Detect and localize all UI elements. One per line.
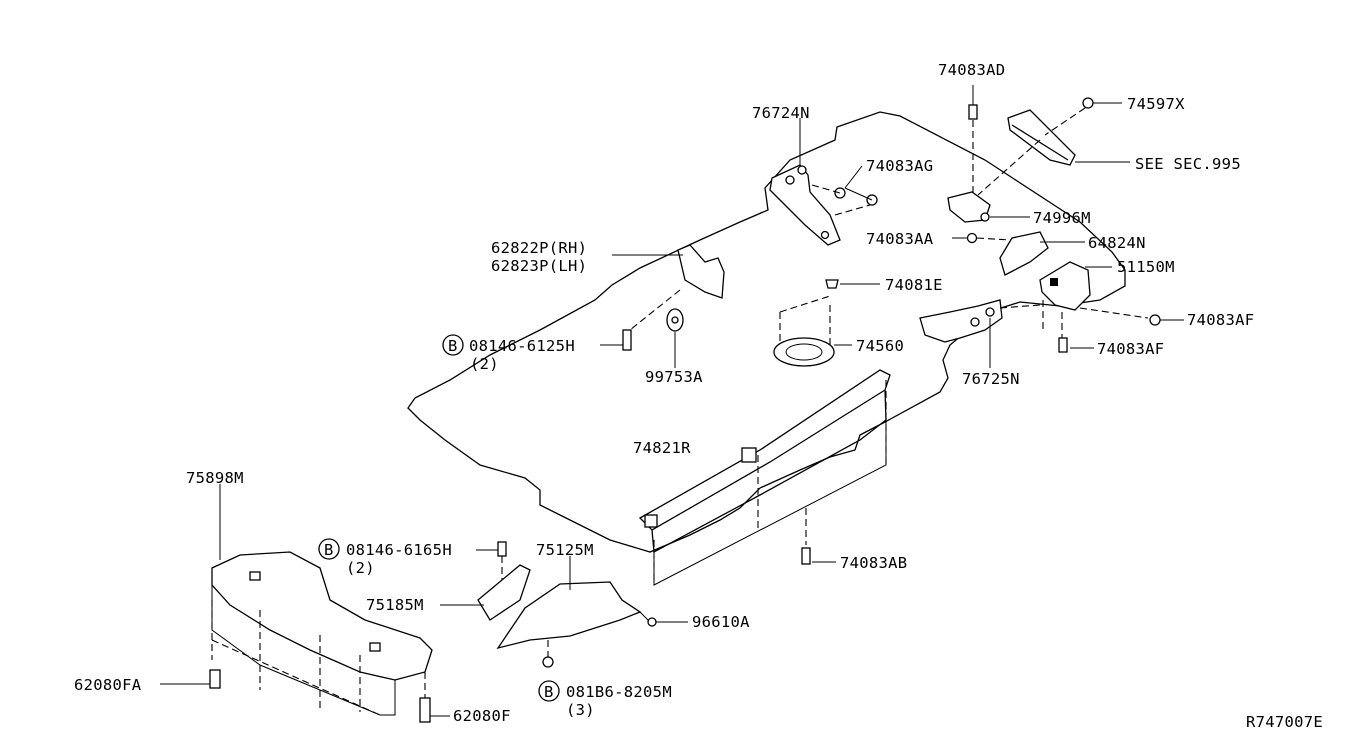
label-74081E: 74081E	[885, 276, 943, 294]
label-99753A: 99753A	[645, 368, 703, 386]
undercover-75898M	[211, 484, 433, 716]
jack-assembly	[977, 97, 1130, 196]
bolt-symbol-2: B	[318, 538, 340, 560]
bracket-64824N	[952, 231, 1085, 276]
label-96610A: 96610A	[692, 613, 750, 631]
bolt-74083AB	[801, 508, 836, 565]
splash-shield-75125M	[496, 556, 688, 668]
label-76724N: 76724N	[752, 104, 810, 122]
clips-62080F	[160, 669, 450, 723]
label-74083AF-1: 74083AF	[1187, 311, 1254, 329]
label-74083AG: 74083AG	[866, 157, 933, 175]
bracket-74996M	[947, 191, 1030, 223]
bolts-74083AG	[811, 165, 878, 216]
label-74560: 74560	[856, 337, 904, 355]
bolt-08146-6125H	[600, 329, 632, 351]
label-see-sec-995: SEE SEC.995	[1135, 155, 1241, 173]
label-74083AF-2: 74083AF	[1097, 340, 1164, 358]
label-74083AB: 74083AB	[840, 554, 907, 572]
label-62080F: 62080F	[453, 707, 511, 725]
bolt-symbol-text: B	[448, 337, 458, 355]
bracket-76725N	[919, 299, 1041, 368]
label-74597X: 74597X	[1127, 95, 1185, 113]
bolt-74083AD	[968, 85, 978, 200]
plug-74560	[773, 295, 852, 367]
label-08146-6125H: 08146-6125H	[469, 337, 575, 355]
bracket-62822P	[612, 244, 725, 331]
bracket-75185M	[440, 541, 531, 621]
bracket-51150M	[1039, 261, 1149, 345]
bolts-74083AF	[1058, 314, 1184, 353]
bracket-76724N	[769, 118, 841, 246]
bolt-symbol-1: B	[442, 334, 464, 356]
bolt-symbol-3: B	[538, 680, 560, 702]
label-74083AA: 74083AA	[866, 230, 934, 248]
label-75125M: 75125M	[536, 541, 594, 559]
label-qty-2a: (2)	[470, 355, 499, 373]
bolt-symbol-text: B	[324, 541, 334, 559]
label-62822P: 62822P(RH)	[491, 239, 587, 257]
clip-74081E	[825, 279, 880, 289]
bolt-symbol-text: B	[544, 683, 554, 701]
label-qty-2b: (2)	[346, 559, 375, 577]
label-62823P: 62823P(LH)	[491, 257, 587, 275]
label-081B6-8205M: 081B6-8205M	[566, 683, 672, 701]
label-08146-6165H: 08146-6165H	[346, 541, 452, 559]
label-51150M: 51150M	[1117, 258, 1175, 276]
label-76725N: 76725N	[962, 370, 1020, 388]
label-74083AD: 74083AD	[938, 61, 1005, 79]
label-qty-3: (3)	[566, 701, 595, 719]
label-64824N: 64824N	[1088, 234, 1146, 252]
grommet-99753A	[666, 308, 684, 368]
floor-outline	[407, 111, 1126, 553]
label-74821R: 74821R	[633, 439, 691, 457]
side-member-74821R	[638, 369, 891, 586]
diagram-id: R747007E	[1246, 713, 1323, 731]
label-75185M: 75185M	[366, 596, 424, 614]
label-75898M: 75898M	[186, 469, 244, 487]
label-74996M: 74996M	[1033, 209, 1091, 227]
label-62080FA: 62080FA	[74, 676, 142, 694]
